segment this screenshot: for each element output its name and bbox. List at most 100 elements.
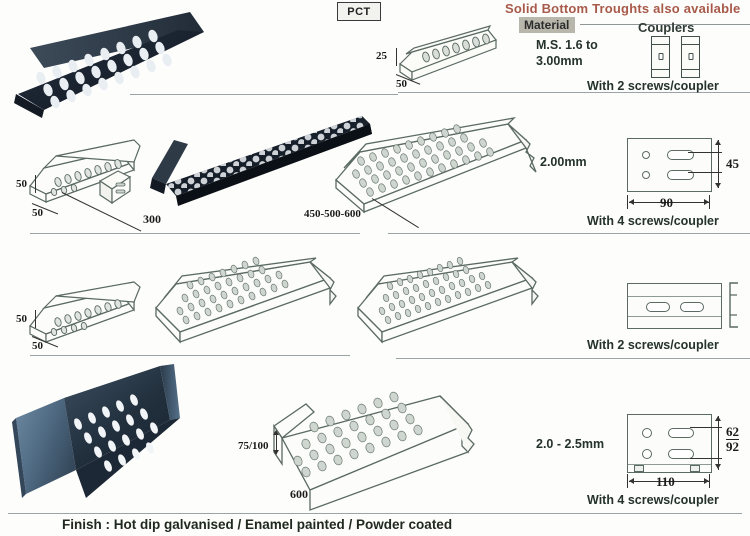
coupler-slot-top xyxy=(668,428,694,438)
thickness-label-row2: 2.00mm xyxy=(540,155,587,169)
coupler-foot-left xyxy=(634,465,644,472)
perforated-tray-icon xyxy=(155,256,337,344)
coupler-height-top-label: 62 xyxy=(726,424,739,440)
small-trough-height-label: 25 xyxy=(376,50,387,62)
tray-height-arrow-up-row4 xyxy=(273,430,279,435)
channel-tray-icon xyxy=(399,25,497,82)
material-underline xyxy=(580,24,750,25)
coupler-ext-line-bottom-row4 xyxy=(690,458,722,459)
coupler-slot-icon xyxy=(688,53,693,60)
perforated-tray-drawing-row2 xyxy=(330,117,545,226)
small-trough-drawing xyxy=(392,24,502,86)
channel-tray-drawing-row2 xyxy=(22,139,162,220)
coupler-band-bottom xyxy=(682,68,699,70)
coupler-height-label-row2: 45 xyxy=(726,156,739,171)
coupler-plate-small-2 xyxy=(681,36,700,78)
coupler-width-tick-right xyxy=(709,195,710,209)
coupler-ext-line-top xyxy=(688,152,722,153)
coupler-hole-bottom xyxy=(642,171,650,179)
perforated-tray-icon xyxy=(357,256,539,344)
coupler-width-arrow-left xyxy=(629,199,634,205)
coupler-hole-bottom xyxy=(642,449,652,459)
coupler-ext-line-top-row4 xyxy=(690,427,722,428)
perforated-tray-icon xyxy=(273,391,475,511)
section-divider-4 xyxy=(8,513,742,514)
perforated-tray-photo-top-left xyxy=(8,8,208,118)
coupler-ridge-top xyxy=(628,296,721,298)
coupler-plate-row2 xyxy=(627,138,712,192)
channel-width-label-row2: 50 xyxy=(32,207,43,219)
coupler-band-bottom xyxy=(652,68,669,70)
material-label: Material xyxy=(519,17,576,33)
coupler-height-arrow-up-row4 xyxy=(715,416,721,421)
coupler-slot-icon xyxy=(658,53,663,60)
coupler-profile-icon xyxy=(729,282,738,328)
coupler-screws-note-4: With 4 screws/coupler xyxy=(587,493,719,507)
coupler-width-tick-left xyxy=(627,195,628,209)
dark-tray-width-label: 300 xyxy=(143,212,161,226)
perforated-tray-drawing-row3-center xyxy=(150,256,350,358)
coupler-slot-right xyxy=(680,302,704,312)
coupler-plate-row4 xyxy=(627,414,712,473)
channel-height-label-row2: 50 xyxy=(16,178,27,190)
perforated-tray-drawing-row3-right xyxy=(352,256,552,358)
material-spec-line2: 3.00mm xyxy=(536,54,583,68)
coupler-height-arrow-down xyxy=(715,183,721,188)
coupler-plate-row3 xyxy=(627,283,722,329)
section-divider-2 xyxy=(30,233,360,234)
coupler-height-arrow-up xyxy=(715,140,721,145)
coupler-screws-note-3: With 2 screws/coupler xyxy=(587,338,719,352)
tray-height-label-row4: 75/100 xyxy=(238,440,269,452)
section-divider-3 xyxy=(30,355,350,356)
channel-width-label-row3: 50 xyxy=(32,340,43,352)
perf-tray-width-label-row2: 450-500-600 xyxy=(304,208,361,220)
coupler-ext-line-bottom xyxy=(688,172,722,173)
small-trough-width-label: 50 xyxy=(396,78,407,90)
section-divider-3b xyxy=(396,358,750,359)
coupler-height-fraction-row4: 62 92 xyxy=(726,425,739,453)
coupler-band-top xyxy=(682,44,699,46)
coupler-slot-bottom xyxy=(668,449,694,459)
coupler-width-dim-row4 xyxy=(629,481,709,482)
coupler-width-arrow-right xyxy=(704,199,709,205)
coupler-width-tick-left-row4 xyxy=(627,474,628,488)
coupler-hole-top xyxy=(642,151,650,159)
coupler-screws-note-1: With 2 screws/coupler xyxy=(587,79,719,93)
channel-tray-photo-bottom-left xyxy=(4,362,204,507)
finish-note: Finish : Hot dip galvanised / Enamel pai… xyxy=(62,517,453,532)
thickness-label-row4: 2.0 - 2.5mm xyxy=(536,437,605,451)
section-divider-1b xyxy=(398,92,750,93)
section-divider-2b xyxy=(388,233,750,234)
coupler-width-dim-row2 xyxy=(629,202,709,203)
perforated-tray-drawing-row4 xyxy=(262,391,492,512)
tray-height-arrow-down-row4 xyxy=(273,450,279,455)
tray-width-label-row4: 600 xyxy=(290,487,308,501)
coupler-slot-left xyxy=(646,302,670,312)
couplers-title: Couplers xyxy=(638,20,695,35)
coupler-plate-icon xyxy=(98,170,132,205)
coupler-plate-small-1 xyxy=(651,36,670,78)
coupler-width-label-row2: 90 xyxy=(660,195,673,210)
product-code-badge: PCT xyxy=(337,2,381,21)
perforated-tray-icon xyxy=(335,117,537,214)
channel-tray-drawing-row3 xyxy=(22,281,162,360)
coupler-foot-right xyxy=(690,465,700,472)
coupler-hole-top xyxy=(642,428,652,438)
section-divider-1 xyxy=(130,94,398,95)
coupler-side-profile-row3 xyxy=(726,282,742,328)
coupler-width-arrow-left-row4 xyxy=(629,478,634,484)
coupler-width-tick-right-row4 xyxy=(709,474,710,488)
coupler-height-arrow-down-row4 xyxy=(715,464,721,469)
coupler-height-dim-row4 xyxy=(718,416,719,470)
channel-tray-icon xyxy=(29,281,141,343)
coupler-slot-top xyxy=(667,150,694,160)
material-spec-line1: M.S. 1.6 to xyxy=(536,38,598,52)
coupler-band-top xyxy=(652,44,669,46)
coupler-screws-note-2: With 4 screws/coupler xyxy=(587,214,719,228)
perforated-tray-photo-center xyxy=(148,100,378,230)
channel-height-dim-row2 xyxy=(35,175,36,193)
coupler-width-arrow-right-row4 xyxy=(704,478,709,484)
coupler-height-dim-row2 xyxy=(718,140,719,188)
coupler-base-ridge xyxy=(628,464,711,466)
